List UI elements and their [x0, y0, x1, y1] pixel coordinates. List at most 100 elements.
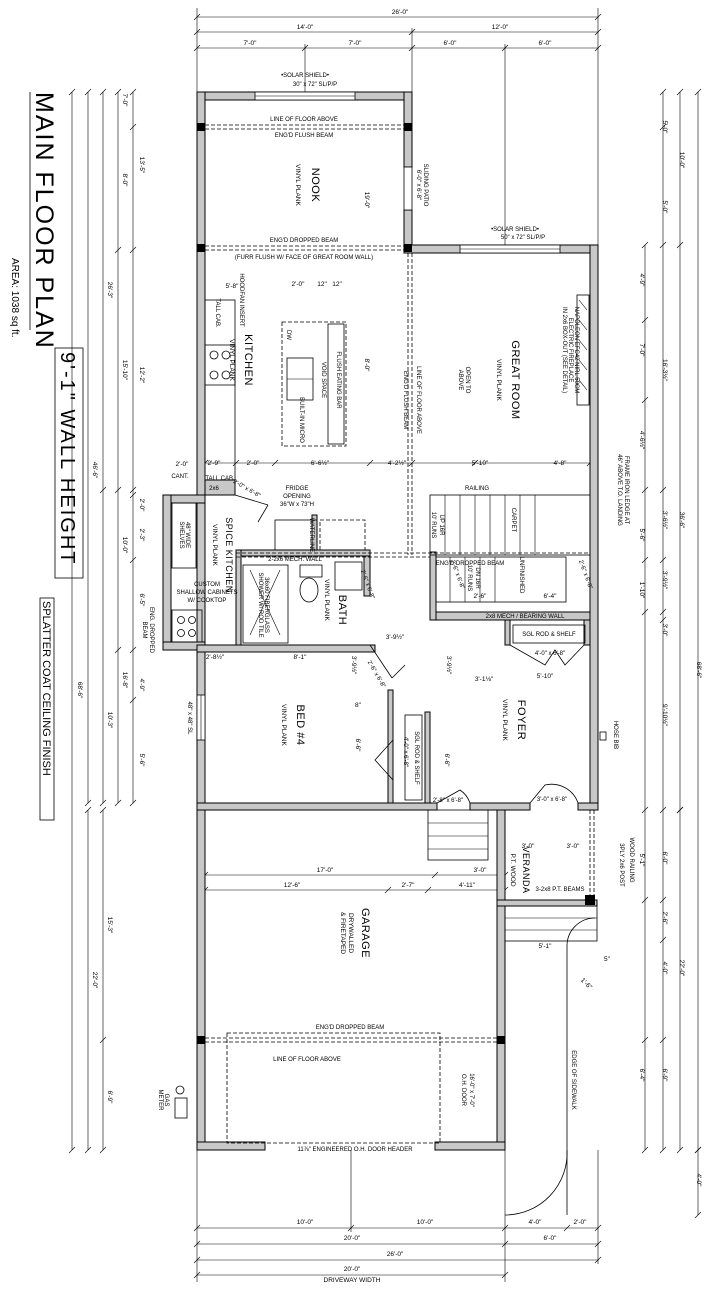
dimension-top: 6'-0" [444, 40, 458, 47]
dimension-tick [84, 806, 92, 814]
dimension-interior: 6'-6½" [311, 459, 330, 467]
room-veranda: VERANDA [521, 846, 531, 893]
dimension-interior: 12'-6" [284, 882, 301, 889]
dimension-tick [659, 896, 667, 904]
note-fridge-2: OPENING [283, 494, 311, 500]
room-nook: NOOK [309, 168, 321, 203]
dimension-right: 6'-4" [638, 1069, 645, 1083]
dimension-left: 6'-5" [138, 594, 145, 608]
dimension-left: 2'-0" [138, 499, 145, 513]
dimension-interior: 8'-1" [294, 654, 308, 661]
dimension-tick [424, 886, 432, 894]
dimension-tick [641, 896, 649, 904]
note-door-6: 3'-0" x 6'-8" [537, 797, 567, 803]
doors [234, 494, 585, 804]
dimension-bottom: 20'-0" [344, 1235, 361, 1242]
note-solar-shield-1-size: 30" x 72" SL/P/P [293, 82, 337, 88]
note-window-bed: 48" x 48" SL [186, 702, 192, 736]
dimension-interior: 2'-8½" [206, 653, 225, 661]
dimension-interior: 6'-6" [443, 754, 450, 768]
room-bath-finish: VINYL PLANK [323, 579, 330, 621]
dimension-tick [694, 88, 702, 96]
dimension-tick [676, 806, 684, 814]
dimension-tick [129, 491, 137, 499]
note-dn-runs-2: 10' RUNS [466, 565, 472, 592]
dimension-bottom: 2'-0" [574, 1219, 588, 1226]
dimension-tick [641, 1146, 649, 1154]
dimension-interior: 6'-4" [544, 593, 558, 600]
stairs [427, 494, 598, 1216]
dimension-tick [471, 459, 479, 467]
note-pt-beams: 3-2x8 P.T. BEAMS [536, 887, 585, 893]
note-tall-cab-1: TALL CAB. [214, 298, 220, 328]
dimension-tick [129, 799, 137, 807]
dimension-tick [694, 1211, 702, 1219]
dimension-tick [641, 486, 649, 494]
dimension-bottom: 10'-0" [417, 1219, 434, 1226]
note-up-runs-2: 10' RUNS [430, 512, 436, 539]
note-post: 3PLY 2x6 POST [618, 843, 624, 887]
room-kitchen: KITCHEN [242, 334, 254, 386]
note-dn-runs: DN 16R [474, 567, 480, 589]
dimension-interior: 5" [604, 956, 611, 963]
dimension-tick [659, 936, 667, 944]
note-frame-ledge-1: FRAME IRON LEDGE AT [623, 456, 629, 525]
dimension-tick [99, 1146, 107, 1154]
note-shower: SHOWER W/ ROD TILE [257, 572, 263, 637]
dimension-labels: 26'-0"14'-0"12'-0"7'-0"7'-0"6'-0"6'-0"10… [76, 9, 702, 1284]
dimension-left: 46'-6" [91, 462, 98, 479]
dimension-right: 22'-0" [678, 960, 685, 977]
dimension-tick [659, 608, 667, 616]
room-foyer-finish: VINYL PLANK [501, 699, 508, 741]
note-edge-sidewalk: EDGE OF SIDEWALK [570, 1050, 576, 1109]
dimension-right: 5'-6" [638, 529, 645, 543]
dimension-tick [114, 88, 122, 96]
room-kitchen-finish: VINYL PLANK [228, 339, 235, 381]
dimension-bottom: 10'-0" [297, 1219, 314, 1226]
dimension-interior: 5'-1" [539, 943, 553, 950]
dimension-left: 15'-10" [121, 360, 128, 381]
dimension-left: 12'-2" [138, 367, 145, 384]
room-bed4-finish: VINYL PLANK [280, 704, 287, 746]
room-spice-kitchen: SPICE KITCHEN [224, 517, 234, 593]
note-unfinished: UNFINISHED [518, 557, 524, 594]
wall-height-label: 9'-1" WALL HEIGHT [56, 352, 78, 565]
dimension-interior: 1'-6" [579, 977, 594, 992]
dimension-left: 8'-0" [121, 174, 128, 188]
note-frame-ledge-2: 46" ABOVE T.O. LANDING [616, 454, 622, 526]
dimension-right: 6'-0" [661, 852, 668, 866]
note-fireplace-3: IN 2x6 BOX-OUT (SEE DETAIL) [561, 307, 567, 393]
note-door-8: 4'-0" x 6'-8" [402, 737, 408, 767]
plan-notes: •SOLAR SHIELD•30" x 72" SL/P/P•SOLAR SHI… [141, 73, 634, 1153]
note-sliding-patio-size: 6'-0" x 6'-8" [415, 170, 421, 200]
note-up-runs: UP 16R [438, 515, 444, 537]
dimension-interior: 4'-8" [554, 460, 568, 467]
dimension-interior: 2'-0" [247, 460, 261, 467]
note-fridge-1: FRIDGE [286, 486, 309, 492]
dimension-interior: 2'-9" [208, 460, 222, 467]
note-furr-flush: (FURR FLUSH W/ FACE OF GREAT ROOM WALL) [235, 255, 373, 261]
dimension-interior: 5'-10" [537, 673, 554, 680]
note-solar-shield-2-size: 50" x 72" SL/P/P [501, 235, 545, 241]
windows [196, 91, 590, 741]
note-line-floor-above-1: LINE OF FLOOR ABOVE [270, 117, 338, 123]
dimension-interior: 12" [317, 281, 327, 288]
dimension-interior: 3'-1⅛" [475, 676, 494, 683]
plan-title: MAIN FLOOR PLAN [30, 92, 58, 350]
interior-walls [196, 479, 598, 907]
dimension-tick [129, 696, 137, 704]
note-fireplace-2: ELECTRIC FIREPLACE [567, 318, 573, 383]
note-solar-shield-2: •SOLAR SHIELD• [491, 227, 539, 233]
note-micro: BUILT-IN MICRO [298, 397, 304, 443]
dimension-left: 4'-9" [138, 679, 145, 693]
room-garage-finish-2: & FIRETAPED [339, 912, 346, 954]
beams [197, 123, 595, 1144]
dimension-interior: 6'-6" [354, 739, 361, 753]
dimension-left: 5'-6" [138, 754, 145, 768]
room-great-room-finish: VINYL PLANK [495, 359, 502, 401]
dimension-tick [129, 646, 137, 654]
dimension-tick [694, 1146, 702, 1154]
dimension-tick [641, 1036, 649, 1044]
dimension-top: 7'-0" [349, 40, 363, 47]
dimension-tick [641, 556, 649, 564]
